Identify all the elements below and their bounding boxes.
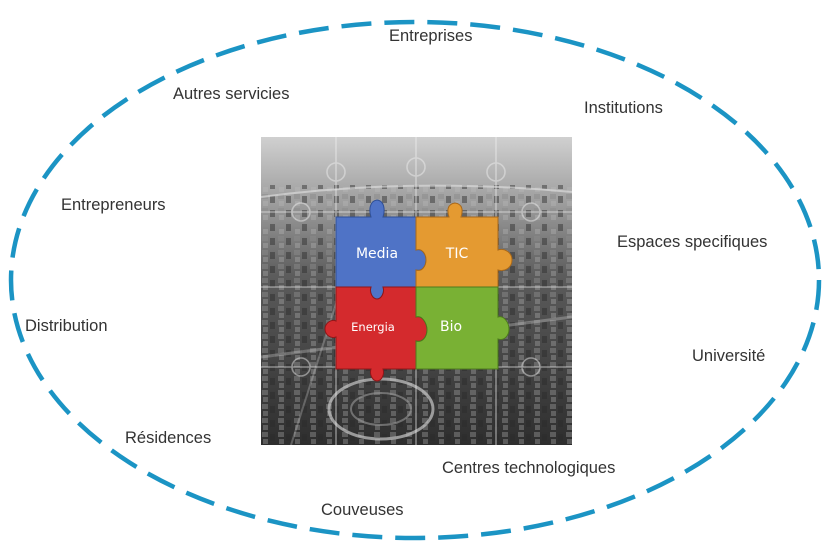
media-label: Media	[356, 246, 398, 262]
bio-label: Bio	[440, 319, 462, 335]
label-couveuses: Couveuses	[321, 501, 404, 519]
label-autres-servicies: Autres servicies	[173, 85, 290, 103]
label-residences: Résidences	[125, 429, 212, 447]
label-espaces-specifiques: Espaces specifiques	[617, 233, 768, 251]
tic-label: TIC	[445, 246, 469, 262]
label-universite: Université	[692, 347, 766, 365]
tic-puzzle-piece	[415, 202, 513, 288]
label-institutions: Institutions	[584, 99, 663, 117]
label-distribution: Distribution	[25, 317, 108, 335]
label-entreprises: Entreprises	[389, 27, 473, 45]
energia-puzzle-piece	[324, 286, 428, 382]
label-centres-technologiques: Centres technologiques	[442, 459, 616, 477]
bio-puzzle-piece	[415, 286, 510, 370]
energia-label: Energia	[351, 320, 395, 334]
puzzle-city-image: Media TIC Energia Bio	[261, 137, 572, 445]
label-entrepreneurs: Entrepreneurs	[61, 196, 166, 214]
